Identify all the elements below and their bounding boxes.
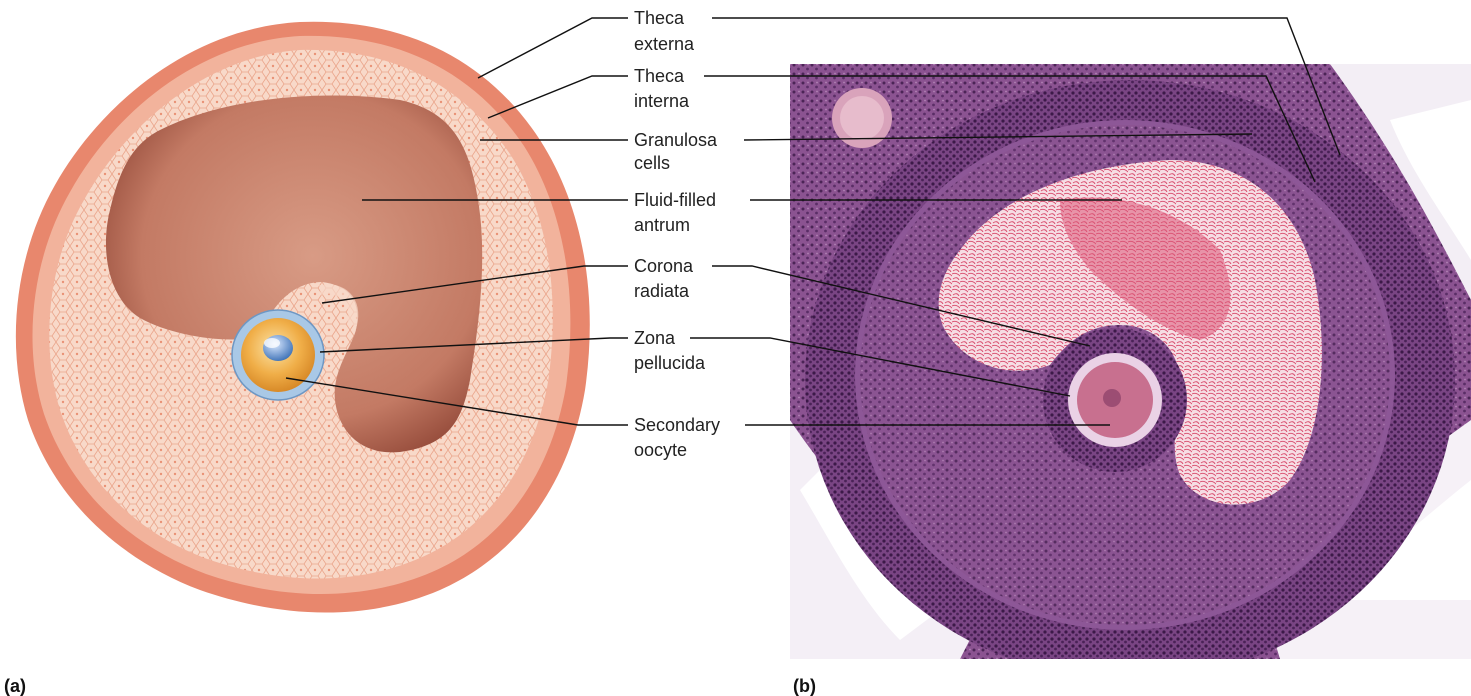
svg-text:interna: interna [634,91,690,111]
svg-text:Granulosa: Granulosa [634,130,718,150]
svg-text:antrum: antrum [634,215,690,235]
panel-label-b: (b) [793,676,816,696]
label-zona-pellucida: Zona pellucida [634,328,706,373]
svg-text:pellucida: pellucida [634,353,706,373]
svg-text:Secondary: Secondary [634,415,720,435]
label-theca-interna: Theca interna [634,66,690,111]
label-fluid-filled-antrum: Fluid-filled antrum [634,190,716,235]
svg-text:Corona: Corona [634,256,694,276]
follicle-illustration [16,22,590,613]
svg-text:radiata: radiata [634,281,690,301]
svg-text:Theca: Theca [634,8,685,28]
svg-text:cells: cells [634,153,670,173]
label-granulosa-cells: Granulosa cells [634,130,718,173]
panel-label-a: (a) [4,676,26,696]
label-secondary-oocyte: Secondary oocyte [634,415,720,460]
label-theca-externa: Theca externa [634,8,695,54]
svg-text:externa: externa [634,34,695,54]
svg-text:Fluid-filled: Fluid-filled [634,190,716,210]
label-corona-radiata: Corona radiata [634,256,694,301]
svg-text:oocyte: oocyte [634,440,687,460]
svg-text:Theca: Theca [634,66,685,86]
follicle-micrograph [790,64,1471,680]
svg-text:Zona: Zona [634,328,676,348]
